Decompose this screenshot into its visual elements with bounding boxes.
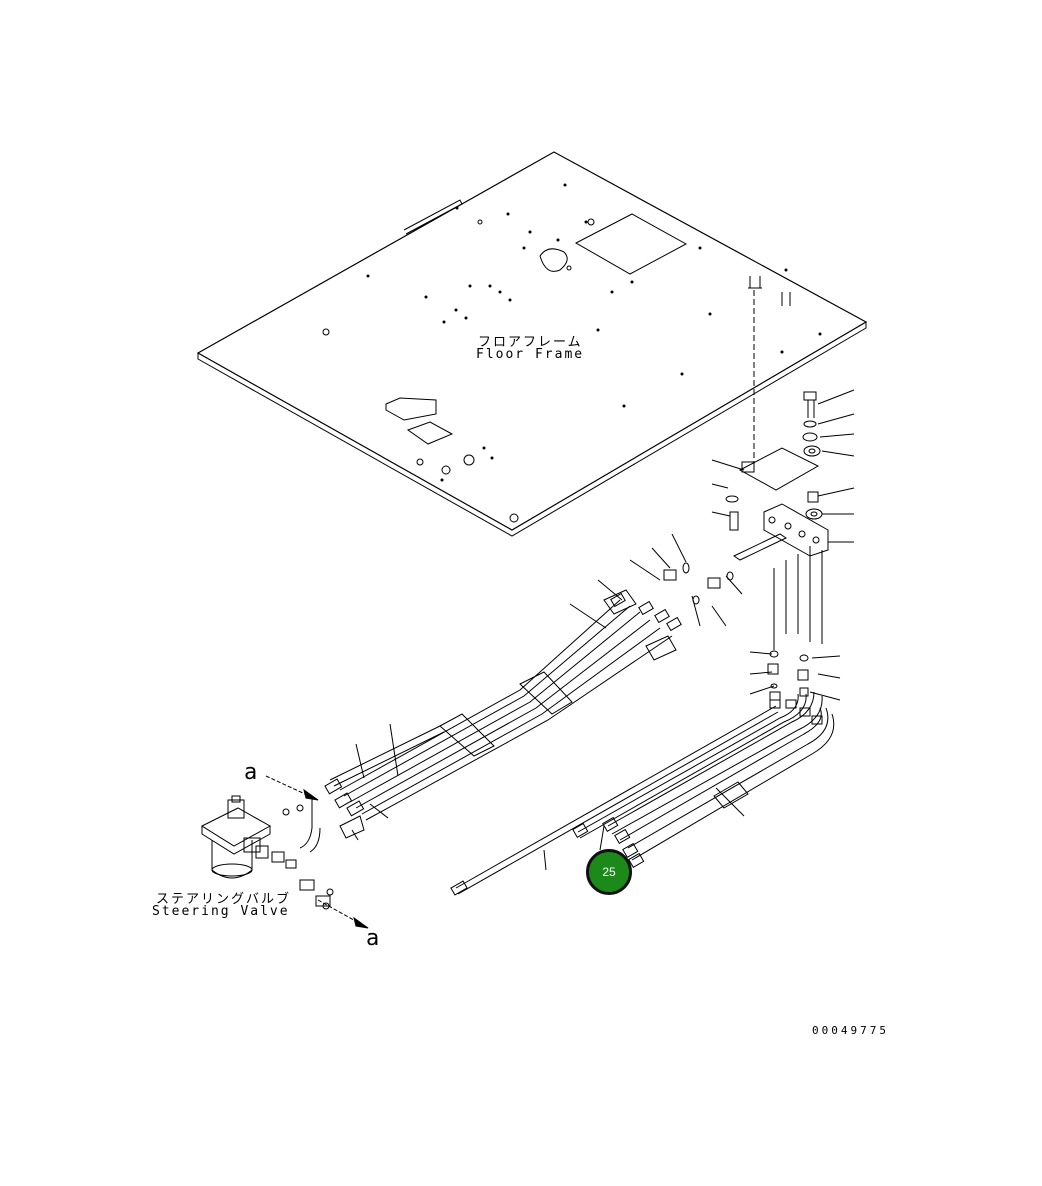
floor-frame-label-en: Floor Frame (476, 347, 585, 362)
floor-frame-label-jp: フロアフレーム (478, 335, 583, 350)
part-callout-25[interactable]: 25 (586, 849, 632, 895)
section-marker-a-bottom: a (366, 926, 382, 951)
hose-tags (339, 589, 749, 839)
part-callout-number: 25 (602, 865, 616, 879)
floor-frame-plate (196, 151, 868, 537)
hose-bundle-upper (324, 592, 682, 821)
section-marker-a-top: a (244, 760, 260, 785)
drawing-number: 00049775 (812, 1024, 889, 1037)
steering-valve (200, 795, 334, 910)
leader-lines (351, 389, 855, 871)
mounting-bracket (732, 447, 829, 650)
hose-bundle-lower (450, 691, 835, 896)
fittings (663, 562, 809, 701)
bolt-stack (725, 391, 823, 531)
steering-valve-label-en: Steering Valve (152, 904, 290, 919)
section-a-arrows (265, 775, 369, 929)
steering-valve-label-jp: ステアリングバルブ (156, 892, 292, 907)
